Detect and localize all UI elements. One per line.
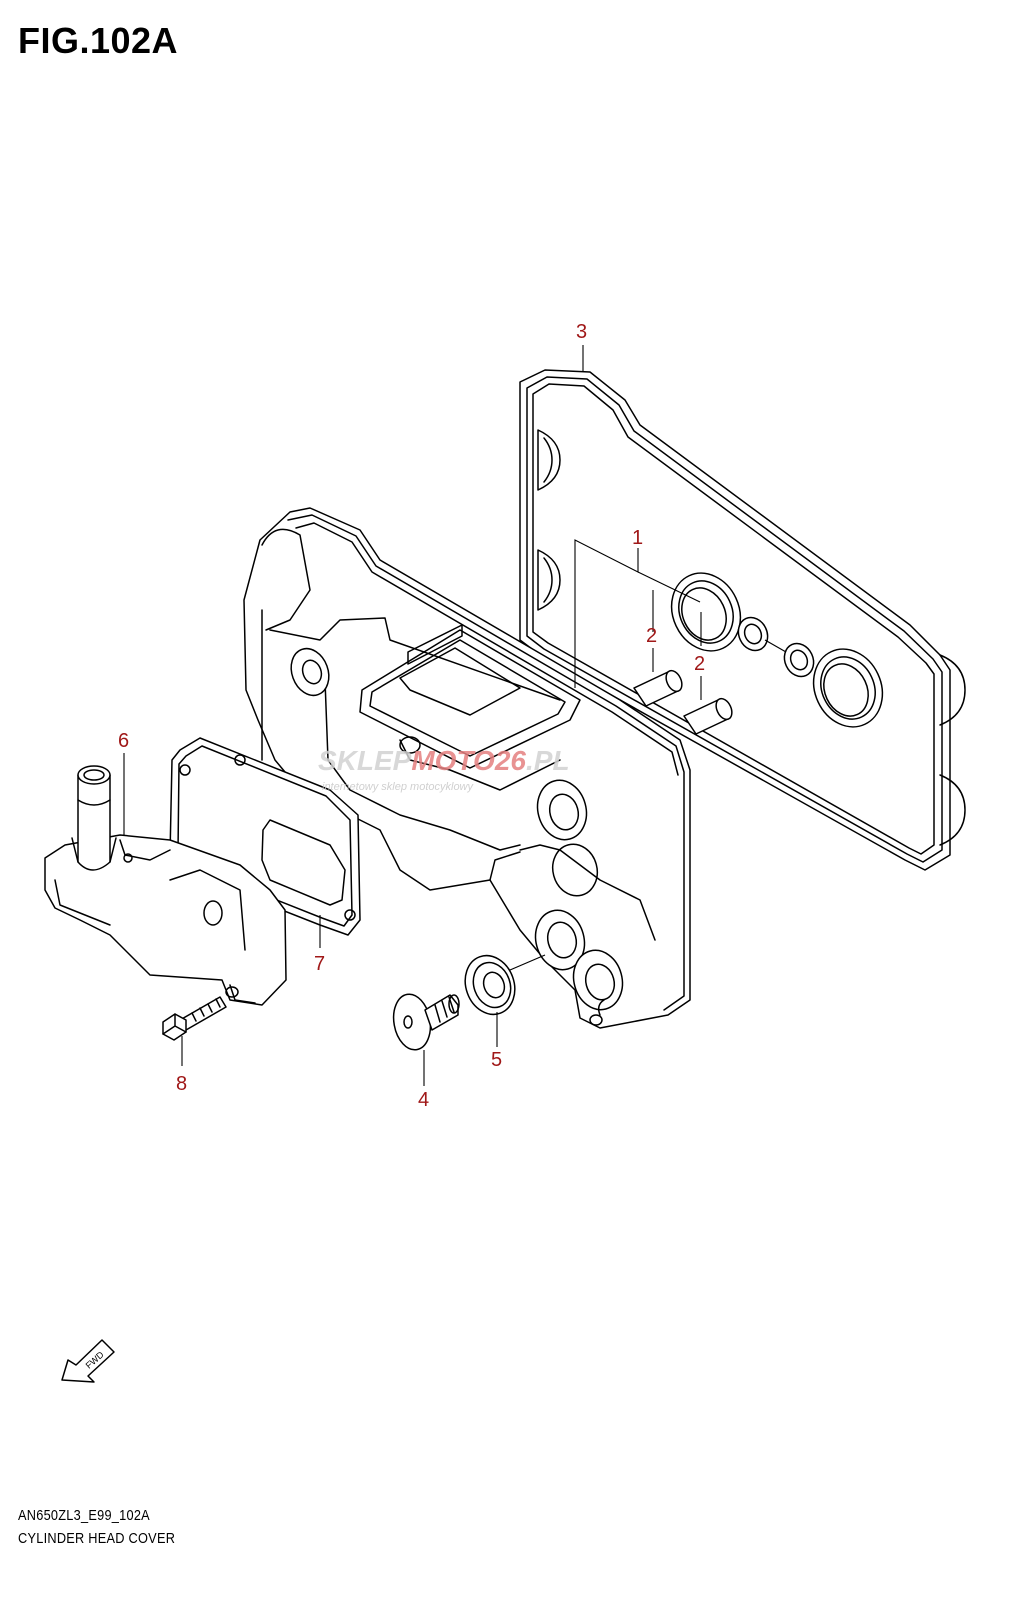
plug-hole-gasket-2[interactable] [801,638,895,738]
svg-text:SKLEPMOTO26.PL: SKLEPMOTO26.PL [318,745,570,776]
callout-2b: 2 [694,653,705,675]
figure-code: AN650ZL3_E99_102A [18,1507,150,1524]
cylinder-head-cover[interactable] [243,507,691,1029]
bolt[interactable] [162,996,227,1041]
figure-name: CYLINDER HEAD COVER [18,1530,176,1547]
watermark-brand-c: 26 [494,745,527,776]
dowel-pin-1[interactable] [633,668,685,707]
inlet-gasket[interactable] [169,737,361,936]
fwd-arrow: FWD [61,1339,115,1383]
callout-4: 4 [418,1089,429,1111]
plug-hole-gasket-1[interactable] [659,562,753,662]
callout-5: 5 [491,1049,502,1071]
watermark-brand-a: SKLEP [318,745,412,776]
small-o-rings[interactable] [733,613,819,682]
water-outlet-housing[interactable] [44,765,287,1006]
callout-labels: 1 2 2 3 4 5 6 7 8 [118,321,705,1111]
watermark-tagline: internetowy sklep motocyklowy [322,781,475,793]
callout-3: 3 [576,321,587,343]
callout-8: 8 [176,1073,187,1095]
callout-2a: 2 [646,625,657,647]
figure-title: FIG.102A [18,20,179,61]
watermark-brand-d: .PL [526,745,570,776]
leader-lines [123,345,702,1086]
callout-1: 1 [632,527,643,549]
callout-6: 6 [118,730,129,752]
callout-7: 7 [314,953,325,975]
cover-bolt[interactable] [389,991,460,1052]
seal-washer[interactable] [457,949,546,1022]
watermark: SKLEPMOTO26.PL internetowy sklep motocyk… [318,745,570,793]
watermark-brand-b: MOTO [411,745,495,776]
dowel-pin-2[interactable] [683,696,735,735]
